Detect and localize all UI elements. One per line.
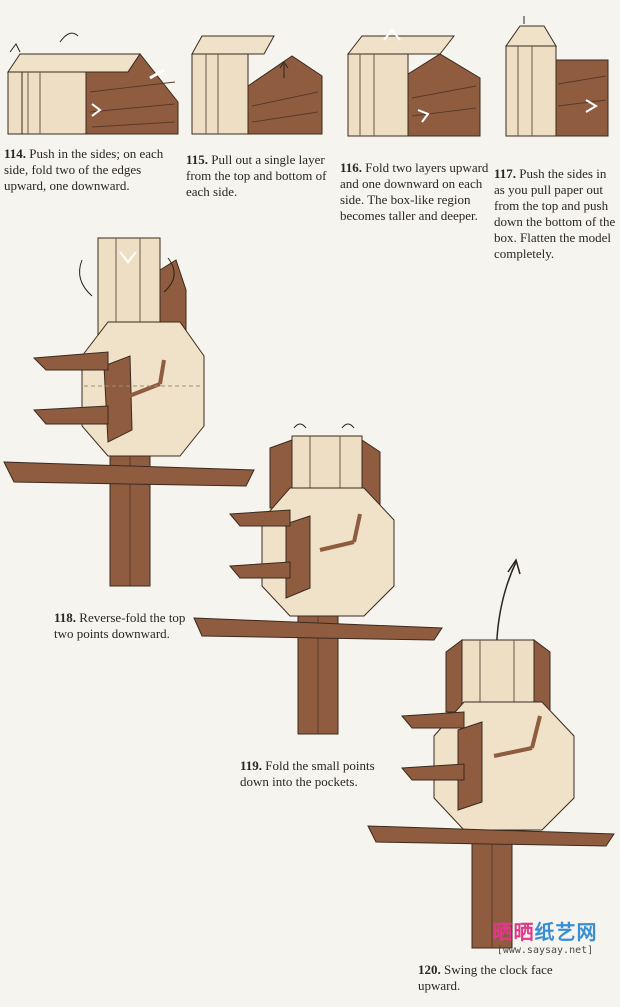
step-116-caption: 116. Fold two layers upward and one down… xyxy=(340,160,492,224)
step-number: 117. xyxy=(494,166,516,181)
diagram-120 xyxy=(366,552,616,950)
watermark-url: [www.saysay.net] xyxy=(480,945,610,956)
step-117-caption: 117. Push the sides in as you pull paper… xyxy=(494,166,618,262)
step-114-caption: 114. Push in the sides; on each side, fo… xyxy=(4,146,172,194)
step-118-caption: 118. Reverse-fold the top two points dow… xyxy=(54,610,192,642)
step-number: 119. xyxy=(240,758,262,773)
diagram-114 xyxy=(0,12,180,136)
watermark-part2: 纸艺网 xyxy=(535,920,598,944)
step-number: 118. xyxy=(54,610,76,625)
step-number: 114. xyxy=(4,146,26,161)
watermark-part1: 晒晒 xyxy=(493,920,535,944)
step-number: 116. xyxy=(340,160,362,175)
step-text: Pull out a single layer from the top and… xyxy=(186,152,326,199)
diagram-117 xyxy=(498,14,616,138)
step-text: Fold two layers upward and one downward … xyxy=(340,160,488,223)
diagram-116 xyxy=(344,14,484,138)
step-text: Push in the sides; on each side, fold tw… xyxy=(4,146,163,193)
site-watermark: 晒晒纸艺网 [www.saysay.net] xyxy=(480,916,610,956)
step-120-caption: 120. Swing the clock face upward. xyxy=(418,962,578,994)
step-number: 115. xyxy=(186,152,208,167)
step-115-caption: 115. Pull out a single layer from the to… xyxy=(186,152,334,200)
watermark-logo: 晒晒纸艺网 xyxy=(480,916,610,945)
step-119-caption: 119. Fold the small points down into the… xyxy=(240,758,376,790)
step-number: 120. xyxy=(418,962,441,977)
diagram-115 xyxy=(188,16,328,136)
